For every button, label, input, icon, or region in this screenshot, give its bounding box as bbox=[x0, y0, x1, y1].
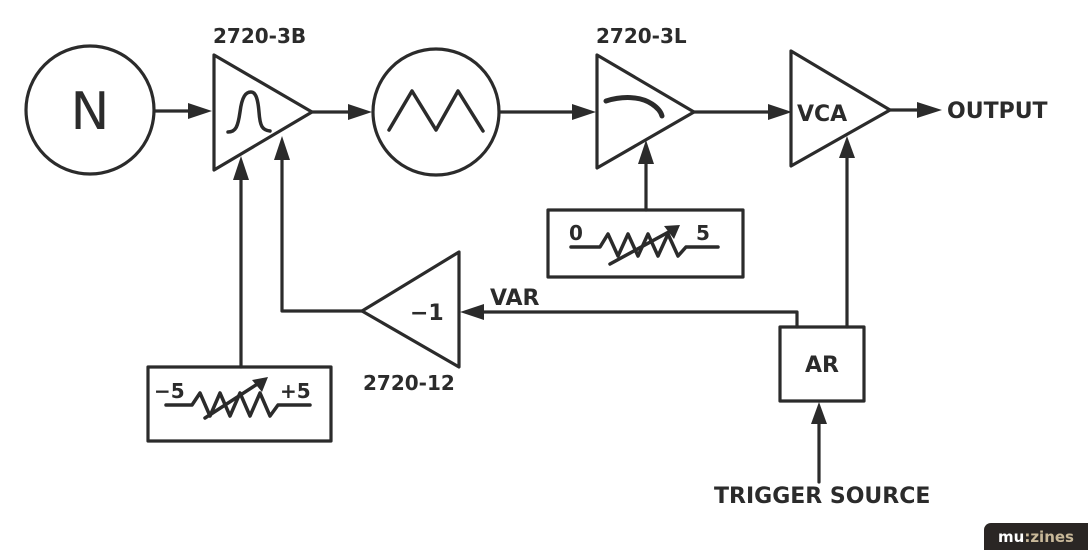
lowpass-curve-icon bbox=[603, 95, 665, 119]
trigger-source-label: TRIGGER SOURCE bbox=[714, 484, 930, 509]
arrow-icon bbox=[460, 304, 484, 320]
wire-envelope-to-inverter: VAR bbox=[460, 286, 799, 329]
cutoff-potentiometer-block: 0 5 bbox=[546, 208, 745, 279]
triangle-oscillator-block bbox=[371, 47, 501, 177]
variable-resistor-icon bbox=[569, 225, 720, 266]
inverter-label: −1 bbox=[410, 301, 444, 326]
pot-cutoff-min-label: 0 bbox=[569, 221, 583, 245]
wire-lowpass-to-vca bbox=[692, 104, 792, 120]
output-label: OUTPUT bbox=[947, 99, 1048, 124]
arrow-icon bbox=[638, 140, 654, 164]
arrow-icon bbox=[188, 103, 212, 119]
lowpass-part-number: 2720-3L bbox=[596, 24, 687, 48]
arrow-icon bbox=[811, 402, 827, 424]
noise-source-icon: N bbox=[71, 82, 110, 142]
arrow-icon bbox=[839, 136, 855, 158]
output-terminal: OUTPUT bbox=[888, 99, 1048, 124]
ar-label: AR bbox=[805, 353, 839, 378]
arrow-icon bbox=[348, 104, 372, 120]
trigger-source-input: TRIGGER SOURCE bbox=[714, 402, 930, 509]
arrow-icon bbox=[768, 104, 792, 120]
bandpass-filter-block: 2720-3B bbox=[212, 24, 314, 172]
wire-inverter-to-filter bbox=[274, 136, 364, 313]
muzines-watermark: mu:zines bbox=[984, 523, 1088, 550]
wire-filter-to-oscillator bbox=[310, 104, 372, 120]
arrow-icon bbox=[274, 136, 290, 160]
noise-source-block: N bbox=[24, 44, 156, 176]
inverter-part-number: 2720-12 bbox=[363, 371, 455, 395]
variable-resistor-icon bbox=[164, 377, 312, 420]
inverter-block: −1 2720-12 bbox=[360, 250, 461, 395]
watermark-prefix: mu bbox=[998, 527, 1025, 546]
pot-cutoff-max-label: 5 bbox=[696, 221, 710, 245]
bandpass-curve-icon bbox=[226, 90, 272, 134]
vca-label: VCA bbox=[797, 102, 847, 127]
arrow-icon bbox=[233, 156, 249, 180]
vca-block: VCA bbox=[789, 49, 892, 168]
triangle-wave-icon bbox=[387, 89, 485, 133]
arrow-icon bbox=[917, 102, 942, 118]
filter-part-number: 2720-3B bbox=[213, 24, 306, 48]
pot-bias-max-label: +5 bbox=[280, 379, 311, 403]
wire-noise-to-filter bbox=[153, 103, 212, 119]
watermark-suffix: :zines bbox=[1024, 527, 1074, 546]
var-label: VAR bbox=[490, 286, 540, 311]
arrow-icon bbox=[572, 104, 596, 120]
wire-envelope-to-vca bbox=[839, 136, 855, 329]
ar-envelope-block: AR bbox=[778, 325, 866, 403]
bias-potentiometer-block: −5 +5 bbox=[146, 365, 333, 443]
pot-bias-min-label: −5 bbox=[154, 379, 185, 403]
wire-cutoff-pot-to-lowpass bbox=[638, 140, 654, 212]
wire-bias-pot-to-filter bbox=[233, 156, 249, 369]
wire-oscillator-to-lowpass bbox=[498, 104, 596, 120]
lowpass-filter-block: 2720-3L bbox=[595, 24, 696, 170]
